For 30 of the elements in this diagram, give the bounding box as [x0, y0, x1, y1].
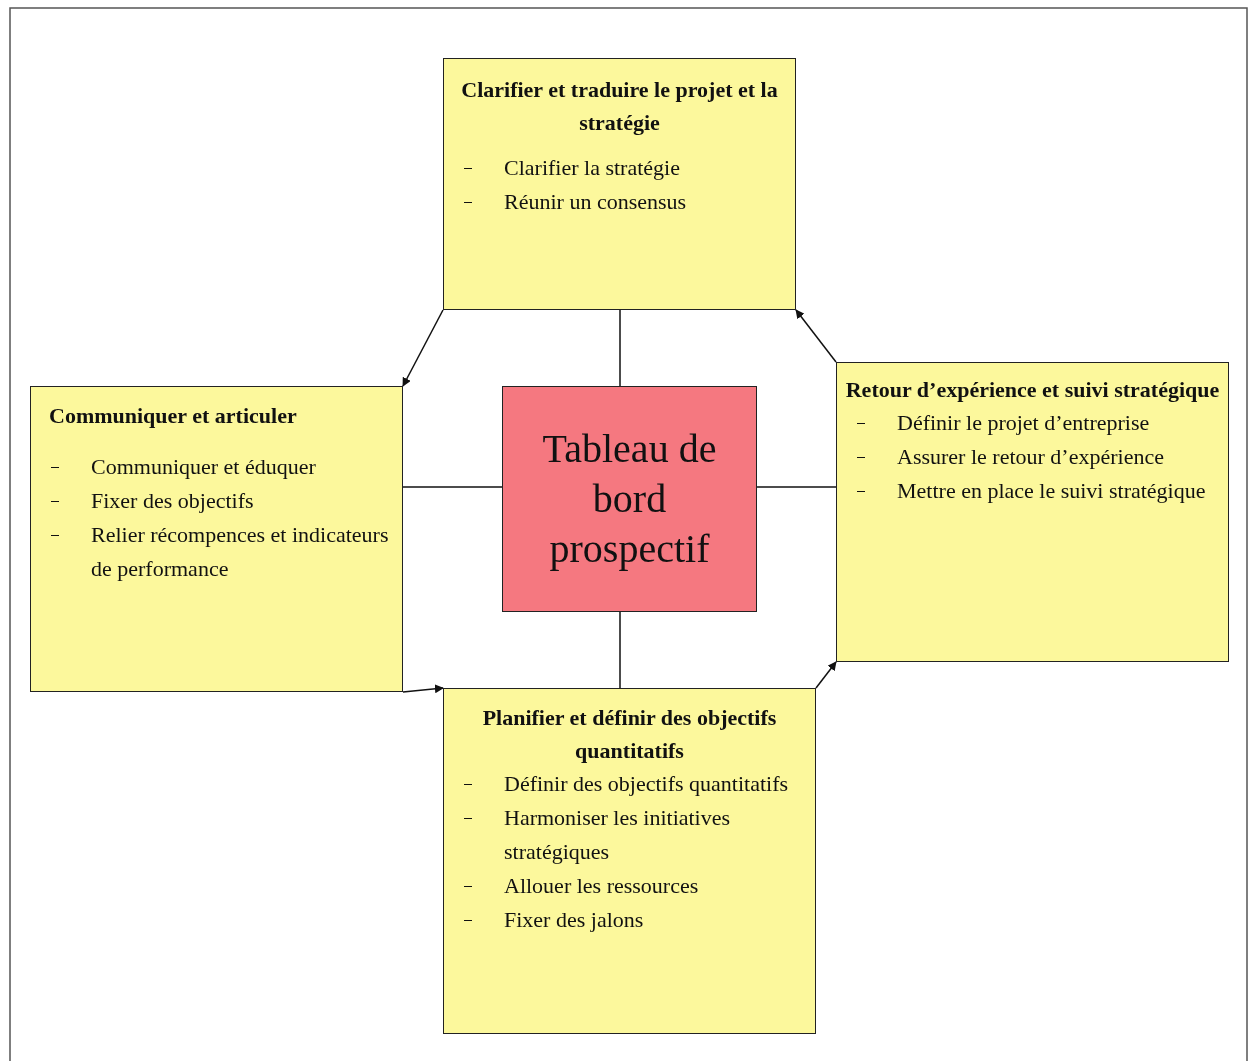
process-box: [30, 386, 403, 692]
box-heading: Planifier et définir des objectifs quantitatifs: [481, 704, 778, 765]
arrow: [795, 309, 837, 363]
center-title: Tableau de bord prospectif: [541, 425, 718, 573]
arrow: [402, 309, 444, 387]
process-box: [443, 58, 796, 310]
box-heading: Communiquer et articuler: [48, 402, 298, 430]
center-box: [502, 386, 757, 612]
bullet-text: Réunir un consensus: [504, 189, 687, 215]
bullet-text: Assurer le retour d’expérience: [897, 444, 1164, 470]
bullet-text: Fixer des objectifs: [91, 488, 254, 514]
bullet-text: Fixer des jalons: [504, 907, 644, 933]
bullet-text: Harmoniser les initiatives stratégiques: [504, 805, 731, 865]
bullet-text: Allouer les ressources: [504, 873, 699, 899]
arrow: [402, 684, 444, 694]
bullet-text: Définir des objectifs quantitatifs: [504, 771, 789, 796]
bullet-text: Définir le projet d’entreprise: [897, 410, 1150, 435]
bullet-text: Mettre en place le suivi stratégique: [897, 478, 1206, 504]
box-heading: Retour d’expérience et suivi stratégique: [844, 376, 1221, 404]
bullet-text: Communiquer et éduquer: [91, 454, 316, 479]
process-box: [836, 362, 1229, 662]
bullet-text: Relier récompences et indicateurs de performance: [91, 522, 389, 582]
arrow: [815, 661, 837, 689]
bullet-text: Clarifier la stratégie: [504, 155, 680, 180]
connector-line: [619, 611, 621, 689]
process-box: [443, 688, 816, 1034]
connector-line: [402, 486, 503, 488]
connector-line: [619, 309, 621, 387]
box-heading: Clarifier et traduire le projet et la stratégie: [460, 76, 779, 137]
connector-line: [756, 486, 837, 488]
